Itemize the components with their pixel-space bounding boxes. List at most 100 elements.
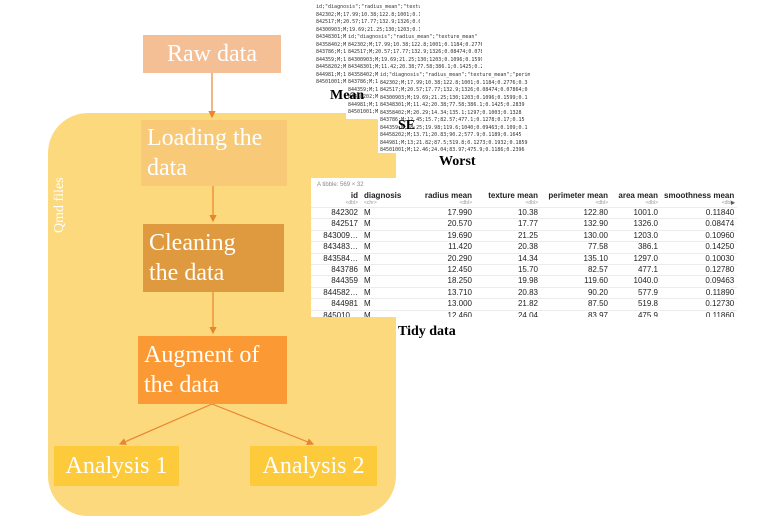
column-header: diagnosis (364, 191, 402, 200)
table-cell: 0.08474 (661, 218, 738, 231)
table-cell: 843483… (311, 241, 361, 254)
csv-line: 84501001;M;12.46;24.04;83.97;475.9;0.118… (380, 147, 525, 153)
analysis-2-text: Analysis 2 (262, 453, 365, 479)
table-cell: 844981 (311, 298, 361, 311)
table-cell: M (361, 252, 413, 265)
analysis-1-box: Analysis 1 (54, 446, 179, 486)
tibble-header: A tibble: 569 × 32 (317, 182, 364, 188)
more-columns-arrow-icon[interactable]: ▸ (730, 198, 735, 207)
table-cell: 0.14250 (661, 241, 738, 254)
table-cell: 130.00 (541, 229, 611, 242)
csv-line: 844359;M;18.25;19.98;119.6;1040;0.09463;… (380, 124, 528, 131)
column-type: <dbl> (459, 200, 472, 206)
csv-line: 84300903;M;19.69;21.25;130;1203;0.1096;0 (316, 26, 420, 33)
loading-data-text: Loading the data (147, 125, 263, 181)
csv-line: 842517;M;20.57;17.77;132.9;1326;0.08474;… (316, 19, 420, 25)
column-header: smoothness mean (664, 191, 735, 200)
column-type: <dbl> (345, 200, 358, 206)
table-cell: 0.10960 (661, 229, 738, 242)
table-cell: 843009… (311, 229, 361, 242)
table-cell: 20.38 (475, 241, 541, 254)
analysis-1-text: Analysis 1 (65, 453, 168, 479)
csv-line: 84348301;M;11.42;20.38;77.58;386.1;0.142… (348, 64, 482, 70)
csv-line: 842302;M;17.99;10.38;122.8;1001;0.1184;0… (316, 11, 420, 18)
table-cell: 843584… (311, 252, 361, 265)
table-cell: 21.25 (475, 229, 541, 242)
table-cell: 20.83 (475, 286, 541, 299)
table-cell: 17.77 (475, 218, 541, 231)
table-cell: 0.12730 (661, 298, 738, 311)
tidy-data-label: Tidy data (398, 324, 456, 339)
table-cell: 0.12780 (661, 264, 738, 276)
table-cell: 0.10030 (661, 252, 738, 265)
table-cell: 19.98 (475, 275, 541, 288)
table-cell: 1297.0 (611, 252, 661, 265)
table-cell: M (361, 298, 413, 311)
table-cell: 15.70 (475, 264, 541, 276)
arrow-augment-to-analysis1 (118, 403, 213, 445)
table-cell: 0.11860 (661, 309, 738, 317)
column-header: radius mean (424, 191, 472, 200)
table-cell: 845010… (311, 309, 361, 317)
table-cell: 19.690 (413, 229, 475, 242)
table-cell: M (361, 241, 413, 254)
tidy-tibble: A tibble: 569 × 32 ▸ id diagnosis radius m… (311, 178, 739, 317)
column-header: texture mean (488, 191, 538, 200)
table-cell: 10.38 (475, 206, 541, 219)
table-cell: M (361, 275, 413, 288)
column-header: id (350, 191, 358, 200)
se-label: SE (398, 118, 416, 133)
column-type: <dbl> (645, 200, 658, 206)
column-type: <chr> (364, 200, 377, 206)
table-cell: M (361, 286, 413, 299)
table-cell: 519.8 (611, 298, 661, 311)
table-cell: 13.710 (413, 286, 475, 299)
table-cell: 24.04 (475, 309, 541, 317)
table-cell: 842517 (311, 218, 361, 231)
table-cell: M (361, 309, 413, 317)
table-cell: 82.57 (541, 264, 611, 276)
column-type: <dbl> (595, 200, 608, 206)
table-cell: 83.97 (541, 309, 611, 317)
csv-line: id;"diagnosis";"radius_mean";"texture_me… (316, 4, 420, 10)
augment-data-box: Augment of the data (138, 336, 287, 404)
raw-csv-worst: id;"diagnosis";"radius_mean";"texture_me… (378, 71, 530, 153)
table-cell: 90.20 (541, 286, 611, 299)
table-cell: 87.50 (541, 298, 611, 311)
table-cell: 844359 (311, 275, 361, 288)
table-cell: 0.11890 (661, 286, 738, 299)
table-cell: 20.570 (413, 218, 475, 231)
column-header: area mean (618, 191, 658, 200)
analysis-2-box: Analysis 2 (250, 446, 377, 486)
table-cell: 14.34 (475, 252, 541, 265)
worst-label: Worst (439, 154, 476, 169)
table-cell: 1326.0 (611, 218, 661, 231)
table-cell: 843786 (311, 264, 361, 276)
csv-line: 84458202;M;13.71;20.83;90.2;577.9;0.1189… (380, 132, 522, 138)
csv-line: 842517;M;20.57;17.77;132.9;1326;0.08474;… (348, 49, 482, 55)
table-cell: M (361, 264, 413, 276)
column-type: <dbl> (525, 200, 538, 206)
table-cell: 1001.0 (611, 206, 661, 219)
table-cell: 17.990 (413, 206, 475, 219)
table-cell: 386.1 (611, 241, 661, 254)
table-cell: 11.420 (413, 241, 475, 254)
table-cell: 18.250 (413, 275, 475, 288)
table-cell: M (361, 229, 413, 242)
table-cell: 132.90 (541, 218, 611, 231)
table-cell: 842302 (311, 206, 361, 219)
table-cell: 0.09463 (661, 275, 738, 288)
loading-data-box: Loading the data (141, 120, 287, 186)
column-type: <dbl> (721, 200, 735, 206)
table-cell: 0.11840 (661, 206, 738, 219)
